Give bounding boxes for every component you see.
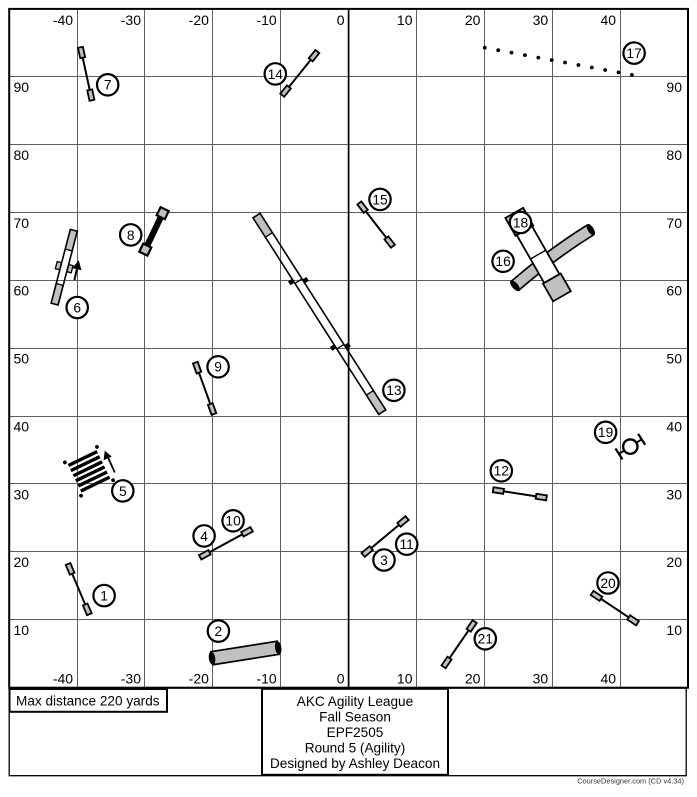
svg-text:-20: -20: [189, 670, 209, 686]
svg-text:20: 20: [600, 576, 616, 591]
svg-text:12: 12: [494, 464, 509, 479]
svg-text:7: 7: [104, 78, 112, 93]
svg-text:-10: -10: [256, 12, 276, 28]
svg-text:30: 30: [14, 486, 30, 502]
svg-text:0: 0: [337, 12, 345, 28]
svg-text:10: 10: [14, 622, 30, 638]
svg-text:15: 15: [372, 192, 388, 207]
svg-text:Designed by Ashley Deacon: Designed by Ashley Deacon: [270, 756, 440, 771]
svg-text:10: 10: [666, 622, 682, 638]
svg-text:-40: -40: [53, 12, 73, 28]
svg-text:70: 70: [666, 215, 682, 231]
svg-text:90: 90: [14, 79, 30, 95]
svg-text:AKC Agility League: AKC Agility League: [297, 694, 413, 709]
svg-text:10: 10: [397, 12, 413, 28]
svg-text:-30: -30: [121, 12, 141, 28]
svg-text:11: 11: [400, 537, 414, 552]
svg-text:40: 40: [666, 418, 682, 434]
svg-text:20: 20: [14, 554, 30, 570]
svg-text:CourseDesigner.com (CD v4.34): CourseDesigner.com (CD v4.34): [577, 777, 684, 786]
svg-text:0: 0: [337, 670, 345, 686]
svg-text:17: 17: [626, 46, 641, 61]
svg-text:50: 50: [666, 351, 682, 367]
svg-text:3: 3: [380, 553, 388, 568]
svg-text:10: 10: [225, 514, 241, 529]
svg-text:60: 60: [14, 283, 30, 299]
svg-text:14: 14: [268, 67, 284, 82]
svg-text:20: 20: [465, 12, 481, 28]
svg-text:20: 20: [465, 670, 481, 686]
svg-text:40: 40: [601, 12, 617, 28]
svg-text:40: 40: [601, 670, 617, 686]
svg-text:20: 20: [666, 554, 682, 570]
svg-text:Round 5 (Agility): Round 5 (Agility): [305, 741, 406, 756]
svg-text:4: 4: [200, 529, 208, 544]
svg-text:40: 40: [14, 418, 30, 434]
svg-text:70: 70: [14, 215, 30, 231]
svg-text:50: 50: [14, 351, 30, 367]
svg-text:Fall Season: Fall Season: [319, 709, 391, 724]
svg-text:6: 6: [73, 300, 81, 315]
svg-text:8: 8: [127, 228, 135, 243]
svg-text:1: 1: [100, 589, 108, 604]
svg-text:80: 80: [666, 147, 682, 163]
svg-text:5: 5: [119, 484, 127, 499]
svg-text:30: 30: [533, 12, 549, 28]
svg-text:-40: -40: [53, 670, 73, 686]
svg-text:-10: -10: [256, 670, 276, 686]
svg-text:EPF2505: EPF2505: [327, 725, 384, 740]
svg-text:60: 60: [666, 283, 682, 299]
svg-text:90: 90: [666, 79, 682, 95]
svg-text:30: 30: [666, 486, 682, 502]
svg-text:2: 2: [215, 624, 223, 639]
svg-text:18: 18: [513, 215, 529, 230]
svg-text:-20: -20: [189, 12, 209, 28]
svg-text:21: 21: [478, 632, 493, 647]
svg-text:Max distance 220 yards: Max distance 220 yards: [16, 693, 160, 708]
svg-text:10: 10: [397, 670, 413, 686]
svg-text:16: 16: [495, 254, 511, 269]
svg-text:13: 13: [386, 383, 402, 398]
svg-text:19: 19: [598, 425, 614, 440]
svg-text:9: 9: [214, 360, 222, 375]
svg-text:-30: -30: [121, 670, 141, 686]
svg-text:80: 80: [14, 147, 30, 163]
svg-text:30: 30: [533, 670, 549, 686]
